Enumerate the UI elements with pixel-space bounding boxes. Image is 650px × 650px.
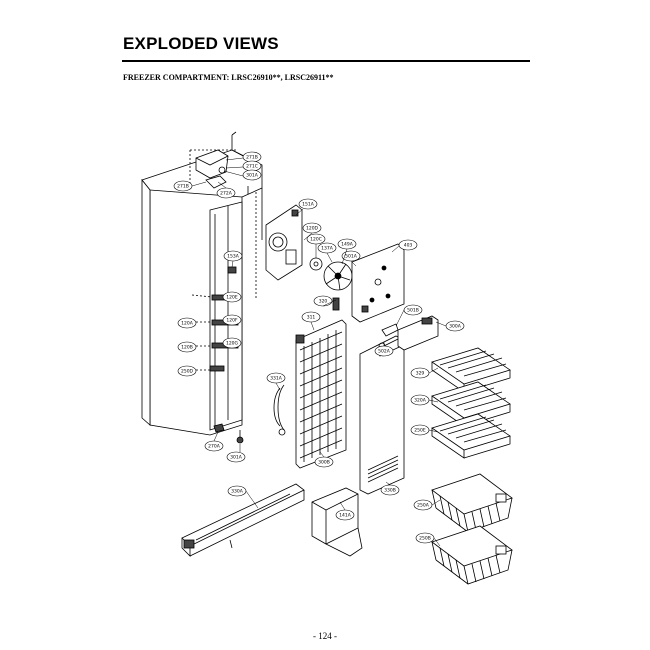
callout-320: 320 — [319, 299, 328, 305]
callout-311: 311 — [307, 315, 316, 321]
callout-120e: 120E — [226, 295, 238, 301]
callout-330a: 330A — [231, 489, 244, 495]
callout-153a: 153A — [227, 254, 240, 260]
callout-120d: 120D — [306, 226, 319, 232]
callout-120a: 120A — [181, 321, 194, 327]
control-housing — [381, 315, 439, 351]
page-subtitle: FREEZER COMPARTMENT: LRSC26910**, LRSC26… — [123, 73, 334, 82]
fan-blade — [309, 257, 353, 291]
callout-271c: 271C — [246, 164, 258, 170]
callout-151a: 151A — [302, 202, 315, 208]
callout-501b: 501B — [407, 308, 419, 314]
fan-motor-bracket — [265, 204, 303, 281]
callout-120g: 120G — [226, 341, 239, 347]
fan-shroud-panel — [351, 243, 405, 323]
callout-250a: 250A — [417, 503, 430, 509]
callout-120c-upper: 120C — [310, 237, 322, 243]
callout-331a: 331A — [270, 376, 283, 382]
callout-329: 329 — [416, 371, 425, 377]
callout-300b: 300B — [318, 460, 330, 466]
callout-272a: 272A — [220, 191, 233, 197]
callout-149a: 149A — [341, 242, 354, 248]
callout-120b: 120B — [181, 345, 193, 351]
duct-cover — [359, 335, 411, 495]
callout-271b: 271B — [246, 155, 258, 161]
heater-plate — [332, 297, 340, 311]
page-number: - 124 - — [313, 631, 337, 641]
callout-501a: 501A — [345, 254, 358, 260]
evaporator-coil — [273, 319, 347, 469]
wire-basket-lower — [431, 525, 513, 585]
callout-120f: 120F — [226, 318, 238, 324]
callout-300a: 300A — [449, 324, 462, 330]
page-title: EXPLODED VIEWS — [123, 34, 279, 53]
wire-shelf-3 — [431, 413, 511, 459]
bottom-grille — [181, 483, 305, 557]
leader-lines — [191, 157, 447, 547]
callout-250b: 250B — [419, 536, 431, 542]
callout-250d: 250D — [181, 369, 194, 375]
callout-301a-bottom: 301A — [230, 455, 243, 461]
callout-320a: 320A — [414, 398, 427, 404]
ice-bin — [311, 487, 363, 557]
callout-270a: 270A — [208, 444, 221, 450]
callout-301a-top: 301A — [246, 173, 259, 179]
top-hinge-assembly — [189, 149, 236, 189]
callout-502a: 502A — [378, 349, 391, 355]
callout-141a: 141A — [339, 513, 352, 519]
callout-403: 403 — [404, 243, 413, 249]
callout-137a: 137A — [321, 246, 334, 252]
callout-250e: 250E — [414, 428, 426, 434]
wire-basket-upper — [431, 473, 513, 533]
title-divider — [122, 60, 530, 62]
base-screw-parts — [213, 423, 244, 444]
callout-labels: 271B 271C 301A 271B 272A 151A 153A 120D … — [173, 151, 465, 544]
callout-271b-left: 271B — [177, 184, 189, 190]
callout-330b: 330B — [384, 488, 396, 494]
